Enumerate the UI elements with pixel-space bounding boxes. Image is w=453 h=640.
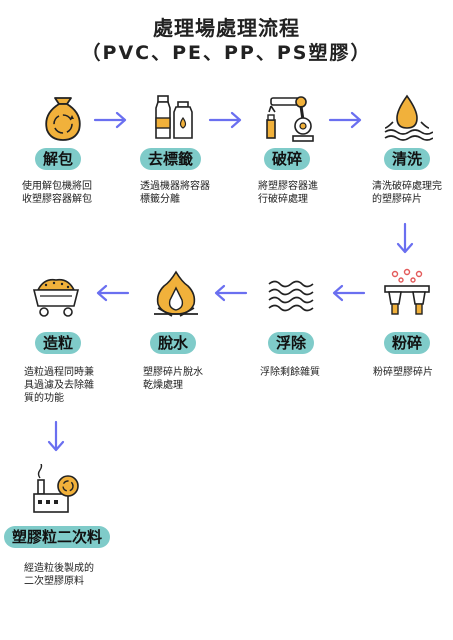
arrow-right-icon xyxy=(93,111,127,129)
step-label: 塑膠粒二次料 xyxy=(4,526,111,548)
factory-icon xyxy=(33,464,79,513)
step-description: 塑膠碎片脫水乾燥處理 xyxy=(143,367,203,391)
step-label: 清洗 xyxy=(384,148,431,170)
step-label: 粉碎 xyxy=(384,332,431,354)
step-description: 清洗破碎處理完的塑膠碎片 xyxy=(372,181,442,205)
step-label: 解包 xyxy=(35,148,82,170)
water-drop-icon xyxy=(384,94,433,141)
arrow-down-icon xyxy=(47,420,65,452)
step-label: 造粒 xyxy=(35,332,82,354)
page-subtitle: （PVC、PE、PP、PS塑膠） xyxy=(81,42,372,64)
cart-icon xyxy=(32,278,80,317)
bottles-icon xyxy=(155,95,193,139)
step-description: 經造粒後製成的二次塑膠原料 xyxy=(24,563,94,587)
waves-icon xyxy=(268,280,314,312)
robot-arm-icon xyxy=(266,96,314,142)
step-description: 透過機器將容器標籤分離 xyxy=(140,181,210,205)
step-description: 浮除剩餘雜質 xyxy=(260,367,320,378)
step-label: 浮除 xyxy=(268,332,315,354)
grinder-icon xyxy=(384,268,430,315)
arrow-left-icon xyxy=(214,284,248,302)
arrow-down-icon xyxy=(396,222,414,254)
step-description: 使用解包機將回收塑膠容器解包 xyxy=(22,181,92,205)
arrow-left-icon xyxy=(332,284,366,302)
step-description: 造粒過程同時兼具過濾及去除雜質的功能 xyxy=(24,367,94,404)
step-description: 將塑膠容器進行破碎處理 xyxy=(258,181,318,205)
arrow-right-icon xyxy=(328,111,362,129)
recycle-bag-icon xyxy=(45,97,81,141)
arrow-right-icon xyxy=(208,111,242,129)
step-label: 去標籤 xyxy=(140,148,202,170)
step-label: 脫水 xyxy=(150,332,197,354)
page-title: 處理場處理流程 xyxy=(153,16,300,40)
flame-icon xyxy=(154,270,198,317)
step-label: 破碎 xyxy=(264,148,311,170)
step-description: 粉碎塑膠碎片 xyxy=(373,367,433,378)
arrow-left-icon xyxy=(96,284,130,302)
